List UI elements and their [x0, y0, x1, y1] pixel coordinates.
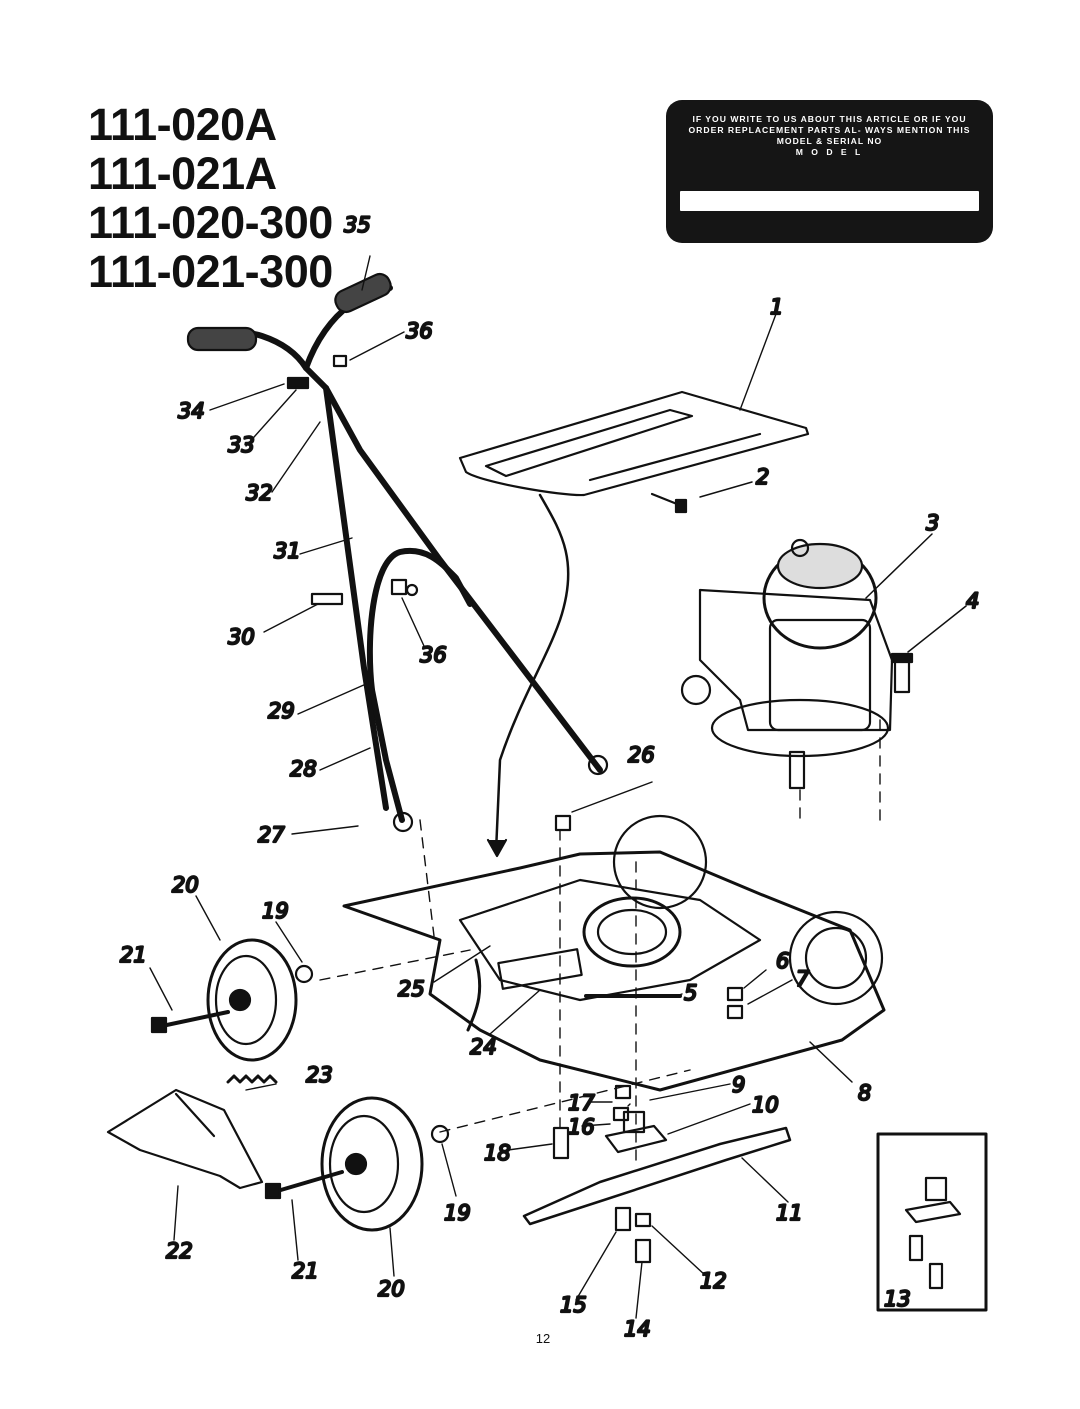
- part-1-handle-bracket: [458, 390, 810, 858]
- part-3-engine: [680, 533, 933, 790]
- assembly-lines: [319, 719, 881, 1161]
- callout-12: 12: [700, 1269, 727, 1293]
- callout-20-a: 20: [172, 873, 199, 897]
- callout-21-b: 21: [292, 1259, 319, 1283]
- callout-10: 10: [752, 1093, 779, 1117]
- callout-13: 13: [884, 1287, 911, 1311]
- callout-1: 1: [770, 295, 783, 319]
- callout-14: 14: [624, 1317, 651, 1341]
- callout-24: 24: [470, 1035, 497, 1059]
- upper-handle: [186, 272, 609, 833]
- callout-36-a: 36: [406, 319, 433, 343]
- callout-6: 6: [776, 949, 789, 973]
- callout-3: 3: [926, 511, 939, 535]
- callout-22: 22: [166, 1239, 193, 1263]
- model-number: 111-020-300: [88, 197, 333, 248]
- part-20-wheel-rear: [320, 1096, 424, 1232]
- callout-19-a: 19: [262, 899, 289, 923]
- notice-message: IF YOU WRITE TO US ABOUT THIS ARTICLE OR…: [688, 114, 971, 146]
- callout-17: 17: [568, 1091, 595, 1115]
- callout-29: 29: [268, 699, 295, 723]
- small-parts: [286, 354, 744, 1264]
- callout-36-b: 36: [420, 643, 447, 667]
- callout-2: 2: [756, 465, 769, 489]
- notice-text: IF YOU WRITE TO US ABOUT THIS ARTICLE OR…: [678, 114, 981, 158]
- callout-19-b: 19: [444, 1201, 471, 1225]
- callout-15: 15: [560, 1293, 587, 1317]
- model-serial-notice-plate: IF YOU WRITE TO US ABOUT THIS ARTICLE OR…: [666, 100, 993, 243]
- callout-25: 25: [398, 977, 425, 1001]
- page-number: 12: [535, 1331, 551, 1346]
- callout-labels: 1 2 3 4 5 6 7 8 9 10 11 12 13 14 15 16 1…: [119, 212, 981, 1342]
- model-number-blank-field: [680, 191, 979, 211]
- callout-28: 28: [290, 757, 317, 781]
- callout-16: 16: [568, 1115, 595, 1139]
- notice-model-label: M O D E L: [795, 147, 864, 157]
- handle-grip-left: [186, 326, 258, 352]
- part-22-rear-guard: [106, 1088, 264, 1190]
- part-23-spring: [226, 1074, 278, 1084]
- callout-20-b: 20: [378, 1277, 405, 1301]
- model-number: 111-020A: [88, 99, 277, 150]
- callout-18: 18: [484, 1141, 511, 1165]
- model-number: 111-021A: [88, 148, 277, 199]
- part-4-bolt: [890, 605, 967, 694]
- model-number: 111-021-300: [88, 246, 333, 297]
- callout-34: 34: [178, 399, 205, 423]
- leader-lines: [149, 255, 793, 1319]
- part-11-blade: [522, 1126, 792, 1226]
- callout-23: 23: [306, 1063, 333, 1087]
- part-21-axle-bolts: [150, 1010, 344, 1200]
- part-8-deck: [342, 814, 886, 1092]
- callout-11: 11: [776, 1201, 803, 1225]
- part-10-blade-adapter: [604, 1110, 668, 1154]
- handle-grip-right: [334, 272, 392, 314]
- part-2-bolt: [650, 481, 753, 514]
- callout-35: 35: [344, 213, 371, 237]
- callout-26: 26: [628, 743, 655, 767]
- part-20-wheel-front: [206, 938, 298, 1062]
- callout-8: 8: [858, 1081, 871, 1105]
- callout-27: 27: [258, 823, 285, 847]
- callout-21-a: 21: [120, 943, 147, 967]
- callout-7: 7: [796, 967, 810, 991]
- part-13-inset: [876, 1132, 988, 1312]
- callout-30: 30: [228, 625, 255, 649]
- callout-33: 33: [228, 433, 255, 457]
- callout-32: 32: [246, 481, 273, 505]
- lower-handle: [366, 547, 473, 823]
- callout-5: 5: [684, 981, 697, 1005]
- callout-4: 4: [966, 589, 979, 613]
- callout-9: 9: [732, 1073, 745, 1097]
- model-number-list: 111-020A 111-021A 111-020-300 111-021-30…: [88, 100, 333, 296]
- callout-31: 31: [274, 539, 301, 563]
